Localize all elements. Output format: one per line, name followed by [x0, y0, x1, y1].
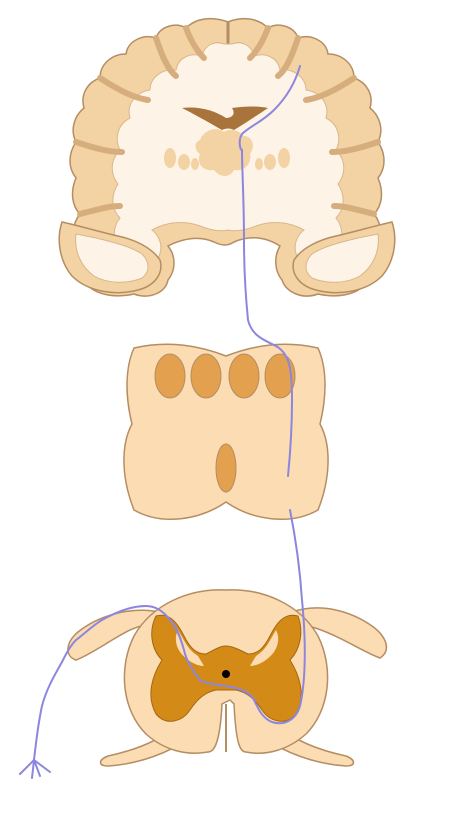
sulcus-right-2 — [303, 75, 357, 103]
sulcus-top-right — [247, 25, 271, 61]
sulcus-right-3 — [329, 139, 381, 155]
nerve-ending-2 — [31, 759, 35, 779]
sulcus-left-3 — [73, 139, 125, 155]
coronal-brain-section — [58, 17, 396, 297]
pyramid-2 — [190, 353, 222, 399]
dorsal-horn-right — [250, 630, 279, 666]
central-canal-medulla — [215, 443, 237, 493]
sulcus-left-1 — [153, 35, 179, 79]
pyramid-3 — [228, 353, 260, 399]
sulcus-top-left — [183, 25, 207, 61]
basal-ganglia-right-2 — [264, 154, 276, 170]
spinal-cord-section — [67, 589, 388, 767]
sulcus-left-4 — [77, 203, 123, 217]
pathway-cortex-segment — [238, 65, 301, 151]
dorsal-horn-left — [175, 630, 204, 666]
temporal-lobe-right-core — [305, 233, 379, 283]
temporal-lobe-left-core — [75, 233, 149, 283]
pyramid-4 — [264, 353, 296, 399]
sulcus-right-1 — [275, 35, 301, 79]
pathway-peripheral-nerve — [33, 661, 63, 761]
medulla-outline — [123, 343, 329, 520]
pyramid-1 — [154, 353, 186, 399]
sensory-pathway-line — [19, 65, 306, 779]
basal-ganglia-right-1 — [278, 148, 290, 168]
medulla-section — [123, 343, 329, 520]
thalamus — [195, 129, 253, 176]
nerve-ending-3 — [33, 759, 41, 777]
basal-ganglia-right-3 — [255, 158, 263, 170]
basal-ganglia-left-1 — [164, 148, 176, 168]
nerve-ending-1 — [19, 759, 35, 775]
lateral-ventricles — [182, 106, 268, 130]
basal-ganglia-left-2 — [178, 154, 190, 170]
basal-ganglia-left-3 — [191, 158, 199, 170]
central-canal — [222, 670, 230, 678]
pathway-descending-cord — [61, 509, 306, 725]
pathway-descending-brain — [241, 149, 293, 477]
sulcus-right-4 — [331, 203, 377, 217]
sulcus-left-2 — [97, 75, 151, 103]
nerve-ending-4 — [33, 759, 51, 773]
